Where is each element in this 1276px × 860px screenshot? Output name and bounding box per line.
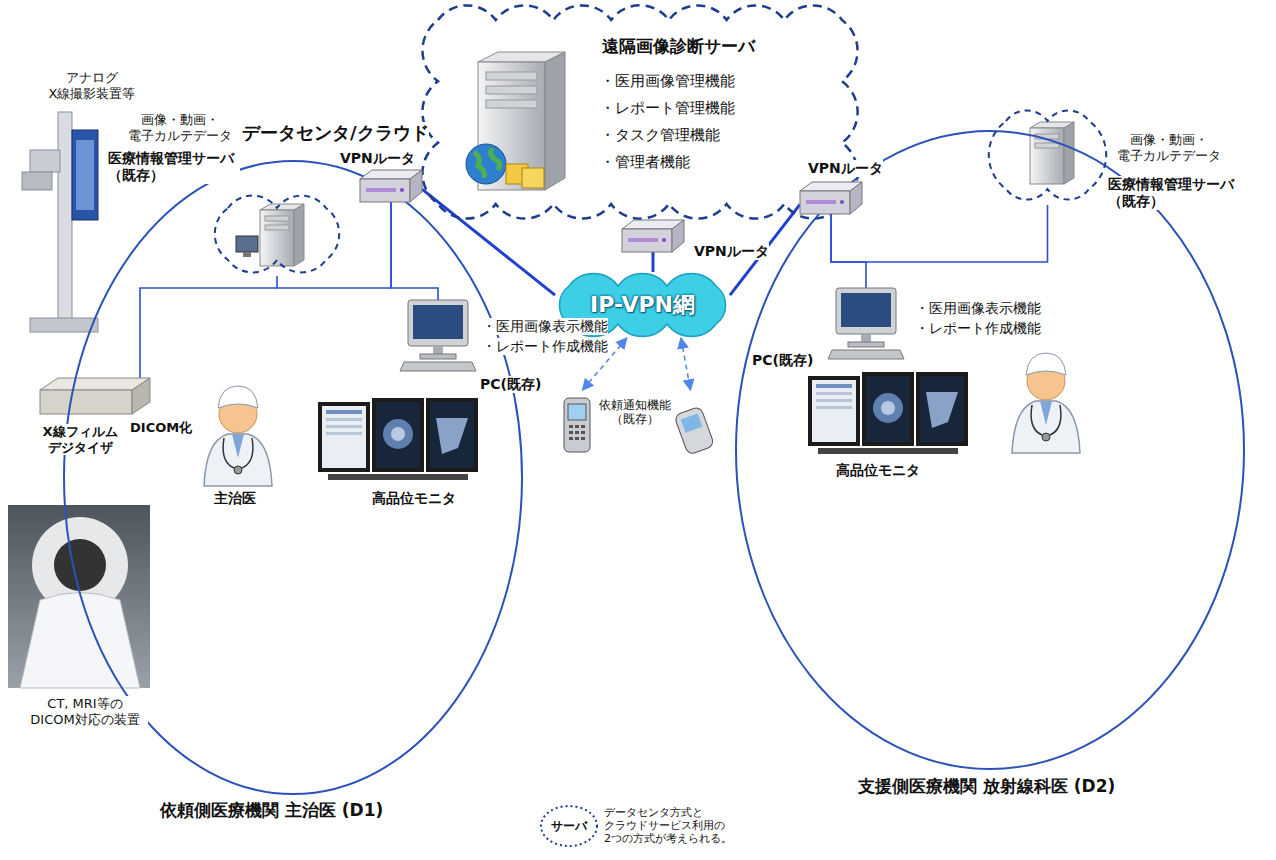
router-part	[840, 200, 844, 204]
server-icon	[260, 204, 304, 266]
cloud-outline	[212, 192, 342, 276]
node-text: VPNルータ	[340, 150, 415, 167]
label-text: DICOM化	[130, 420, 192, 436]
pc-part	[400, 362, 476, 371]
pc-part	[420, 354, 456, 359]
router-outline	[360, 170, 422, 202]
router-part	[806, 200, 836, 204]
monitor-set	[318, 398, 478, 480]
label-text: 主治医	[214, 490, 256, 507]
main-server-icon	[466, 52, 565, 190]
phone-group: 依頼通知機能 （既存）	[560, 390, 710, 460]
connector	[652, 252, 655, 272]
pc-part	[408, 300, 468, 346]
node-text: 医療情報管理サーバ （既存）	[108, 150, 240, 184]
small-monitor	[236, 236, 258, 257]
router-part	[622, 229, 672, 252]
pc-outline	[828, 288, 904, 358]
label-text: ・レポート作成機能	[915, 320, 1041, 337]
pc-part	[848, 342, 884, 347]
label-text: ・医用画像表示機能	[915, 300, 1041, 317]
connector	[681, 338, 691, 390]
router-part	[628, 238, 658, 242]
node-text: 依頼通知機能 （既存）	[594, 398, 676, 427]
label-text: X線フィルム デジタイザ	[38, 424, 122, 455]
ct-scanner	[8, 505, 150, 688]
legend-sample	[541, 806, 597, 846]
label-text: CT, MRI等の DICOM対応の装置	[22, 696, 148, 727]
label-text: サーバ	[551, 819, 587, 833]
pc-outline	[400, 300, 476, 372]
router-part	[360, 179, 410, 202]
router-part	[800, 191, 850, 214]
router-outline	[800, 182, 862, 214]
router-part	[410, 170, 422, 202]
vpn-router: VPNルータ	[800, 182, 862, 214]
pc-part	[841, 293, 891, 327]
hospital-server-cloud: 画像・動画・ 電子カルテデータ医療情報管理サーバ （既存）	[990, 105, 1105, 205]
pc-part	[828, 350, 904, 359]
cloud-outline	[989, 110, 1106, 199]
pc-part	[433, 346, 443, 354]
node-text: 支援側医療機関 放射線科医 (D2)	[858, 776, 1115, 796]
node-text: 画像・動画・ 電子カルテデータ	[124, 112, 236, 143]
connector	[422, 189, 555, 295]
pc-part	[413, 305, 463, 339]
router-part	[850, 182, 862, 214]
node-text: ・医用画像管理機能	[600, 72, 735, 90]
node-text: 依頼側医療機関 主治医 (D1)	[160, 800, 383, 820]
vpn-router: VPNルータ	[622, 220, 684, 252]
film-digitizer	[40, 378, 150, 414]
cloud-outline	[422, 5, 857, 218]
label-text: 高品位モニタ	[836, 462, 920, 479]
cloud-outline	[990, 105, 1105, 205]
pc-terminal: PC(既存)	[400, 300, 476, 372]
ellipse-outline	[735, 130, 1245, 770]
node-text: PC(既存)	[480, 376, 541, 393]
node-text: IP-VPN網	[590, 292, 695, 318]
node-text: PC(既存)	[752, 352, 813, 369]
connector	[831, 214, 866, 288]
cloud-outline	[215, 196, 339, 273]
pc-part	[836, 288, 896, 334]
router-part	[662, 238, 666, 242]
router-part	[672, 220, 684, 252]
label-text: ・医用画像表示機能	[482, 318, 608, 335]
router-outline	[622, 220, 684, 252]
node-text: 画像・動画・ 電子カルテデータ	[1113, 132, 1225, 163]
lan-wire	[140, 288, 277, 384]
connector	[831, 205, 1048, 262]
server-cloud: 遠隔画像診断サーバ・医用画像管理機能・レポート管理機能・タスク管理機能・管理者機…	[420, 2, 860, 222]
legend-text: データセンタ方式と クラウドサービス利用の 2つの方式が考えられる。	[604, 806, 744, 846]
mobile-phone	[564, 398, 590, 452]
router-part	[400, 188, 404, 192]
pc-part	[861, 334, 871, 342]
node-text: 遠隔画像診断サーバ	[602, 36, 755, 56]
router-part	[366, 188, 396, 192]
label-text: ・レポート作成機能	[482, 338, 608, 355]
pc-terminal: PC(既存)	[828, 288, 904, 358]
supporting-site: 支援側医療機関 放射線科医 (D2)VPNルータ画像・動画・ 電子カルテデータ医…	[735, 130, 1245, 770]
xray-device	[22, 112, 98, 332]
server-icon	[1030, 122, 1074, 184]
doctor-figure	[1012, 353, 1080, 453]
node-text: VPNルータ	[808, 160, 883, 177]
node-text: ・レポート管理機能	[600, 99, 735, 117]
site-outline	[736, 131, 1244, 769]
node-text: VPNルータ	[694, 243, 769, 260]
vpn-router: VPNルータ	[360, 170, 422, 202]
label-text: データセンタ/クラウド	[242, 122, 429, 144]
node-text: 医療情報管理サーバ （既存）	[1108, 176, 1243, 210]
node-text: ・タスク管理機能	[600, 126, 720, 144]
label-text: 高品位モニタ	[372, 490, 456, 507]
connector	[391, 202, 438, 300]
label-text: アナログ X線撮影装置等	[42, 70, 142, 101]
node-text: ・管理者機能	[600, 153, 690, 171]
mobile-phone	[674, 406, 715, 455]
monitor-set	[808, 372, 968, 454]
doctor-figure	[204, 386, 272, 486]
hospital-server-cloud: 画像・動画・ 電子カルテデータ医療情報管理サーバ （既存）	[212, 192, 342, 276]
